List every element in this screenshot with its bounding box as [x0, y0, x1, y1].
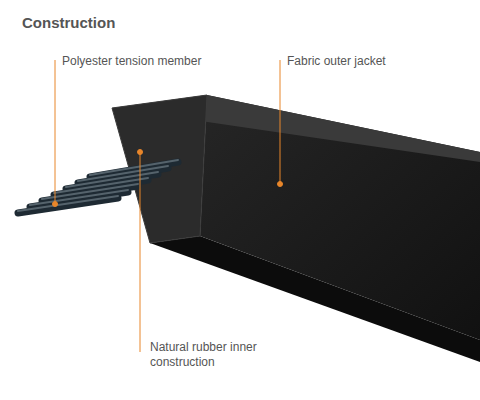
part-label: Polyester tension member [62, 54, 262, 69]
part-label: Natural rubber inner construction [150, 340, 285, 370]
diagram-title: Construction [22, 14, 115, 31]
part-label: Fabric outer jacket [287, 54, 467, 69]
leader-lines [53, 60, 283, 352]
tension-cords [18, 160, 178, 213]
